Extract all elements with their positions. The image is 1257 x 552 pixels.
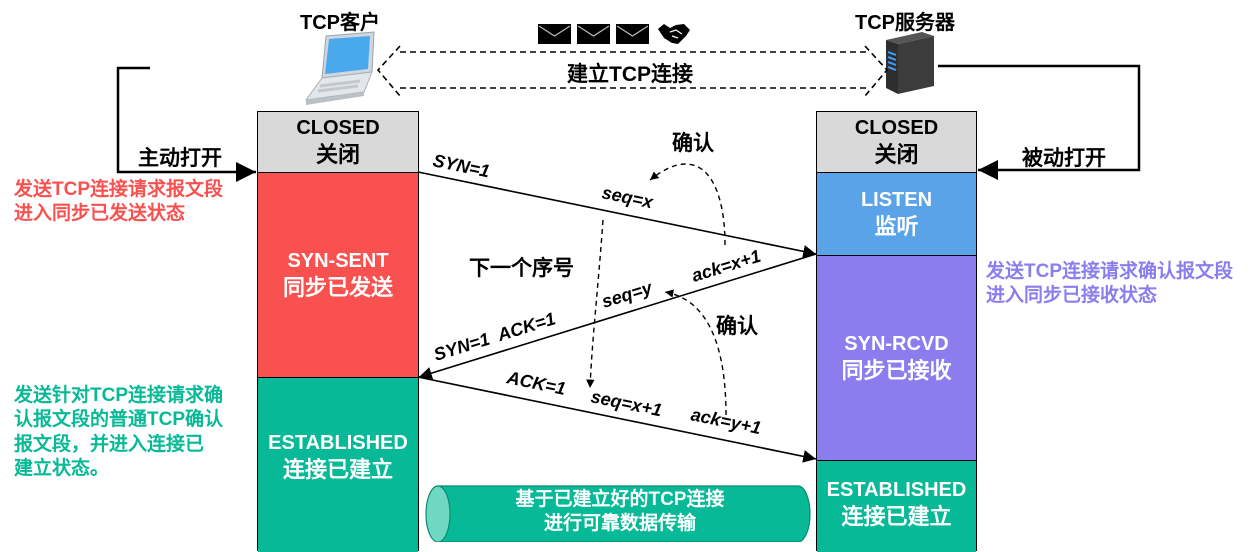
confirm1-curve — [649, 163, 726, 246]
client-state-closed: CLOSED 关闭 — [258, 112, 418, 173]
client-title: TCP客户 — [300, 12, 380, 34]
client-state-column: CLOSED 关闭 SYN-SENT 同步已发送 ESTABLISHED 连接已… — [257, 111, 419, 552]
confirm2-label: 确认 — [716, 314, 758, 338]
envelope-icon — [538, 24, 571, 44]
confirm2-curve — [664, 289, 727, 416]
syn-arrow — [417, 171, 817, 258]
m3-ack-flag-label: ACK=1 — [504, 367, 567, 399]
m1-seq-label: seq=x — [600, 182, 655, 212]
passive-open-arrow — [938, 64, 1141, 180]
m2-ack-label: ack=x+1 — [689, 246, 763, 286]
server-state-closed: CLOSED 关闭 — [817, 112, 976, 173]
server-title: TCP服务器 — [855, 12, 955, 34]
active-open-label: 主动打开 — [138, 147, 222, 170]
message-icons — [538, 24, 690, 44]
client-ack-note: 发送针对TCP连接请求确 认报文段的普通TCP确认 报文段，并进入连接已 建立状… — [14, 385, 224, 479]
next-seq-label: 下一个序号 — [469, 256, 574, 280]
connection-double-arrow — [376, 45, 889, 97]
m3-ack-label: ack=y+1 — [689, 404, 763, 438]
confirm1-label: 确认 — [672, 131, 714, 155]
client-state-syn-sent: SYN-SENT 同步已发送 — [258, 173, 418, 378]
envelope-icon — [616, 24, 649, 44]
laptop-icon — [304, 31, 375, 105]
synack-arrow — [418, 253, 817, 380]
server-icon — [886, 32, 934, 94]
client-syn-note: 发送TCP连接请求报文段 进入同步已发送状态 — [14, 179, 224, 225]
envelope-icon — [577, 24, 610, 44]
ack-arrow — [417, 376, 817, 463]
server-state-syn-rcvd: SYN-RCVD 同步已接收 — [817, 256, 976, 461]
data-pipe — [425, 485, 811, 542]
server-synack-note: 发送TCP连接请求确认报文段 进入同步已接收状态 — [986, 261, 1234, 307]
passive-open-label: 被动打开 — [1022, 147, 1106, 170]
server-state-column: CLOSED 关闭 LISTEN 监听 SYN-RCVD 同步已接收 ESTAB… — [816, 111, 977, 552]
handshake-icon — [658, 24, 690, 44]
connection-label: 建立TCP连接 — [567, 63, 693, 86]
client-state-established: ESTABLISHED 连接已建立 — [258, 378, 418, 552]
server-state-listen: LISTEN 监听 — [817, 173, 976, 256]
active-open-arrow — [116, 66, 256, 182]
m2-flags-label: SYN=1 ACK=1 — [431, 308, 558, 364]
data-pipe-label: 基于已建立好的TCP连接 进行可靠数据传输 — [515, 489, 725, 534]
server-state-established: ESTABLISHED 连接已建立 — [817, 461, 976, 552]
next-seq-curve — [586, 219, 604, 389]
